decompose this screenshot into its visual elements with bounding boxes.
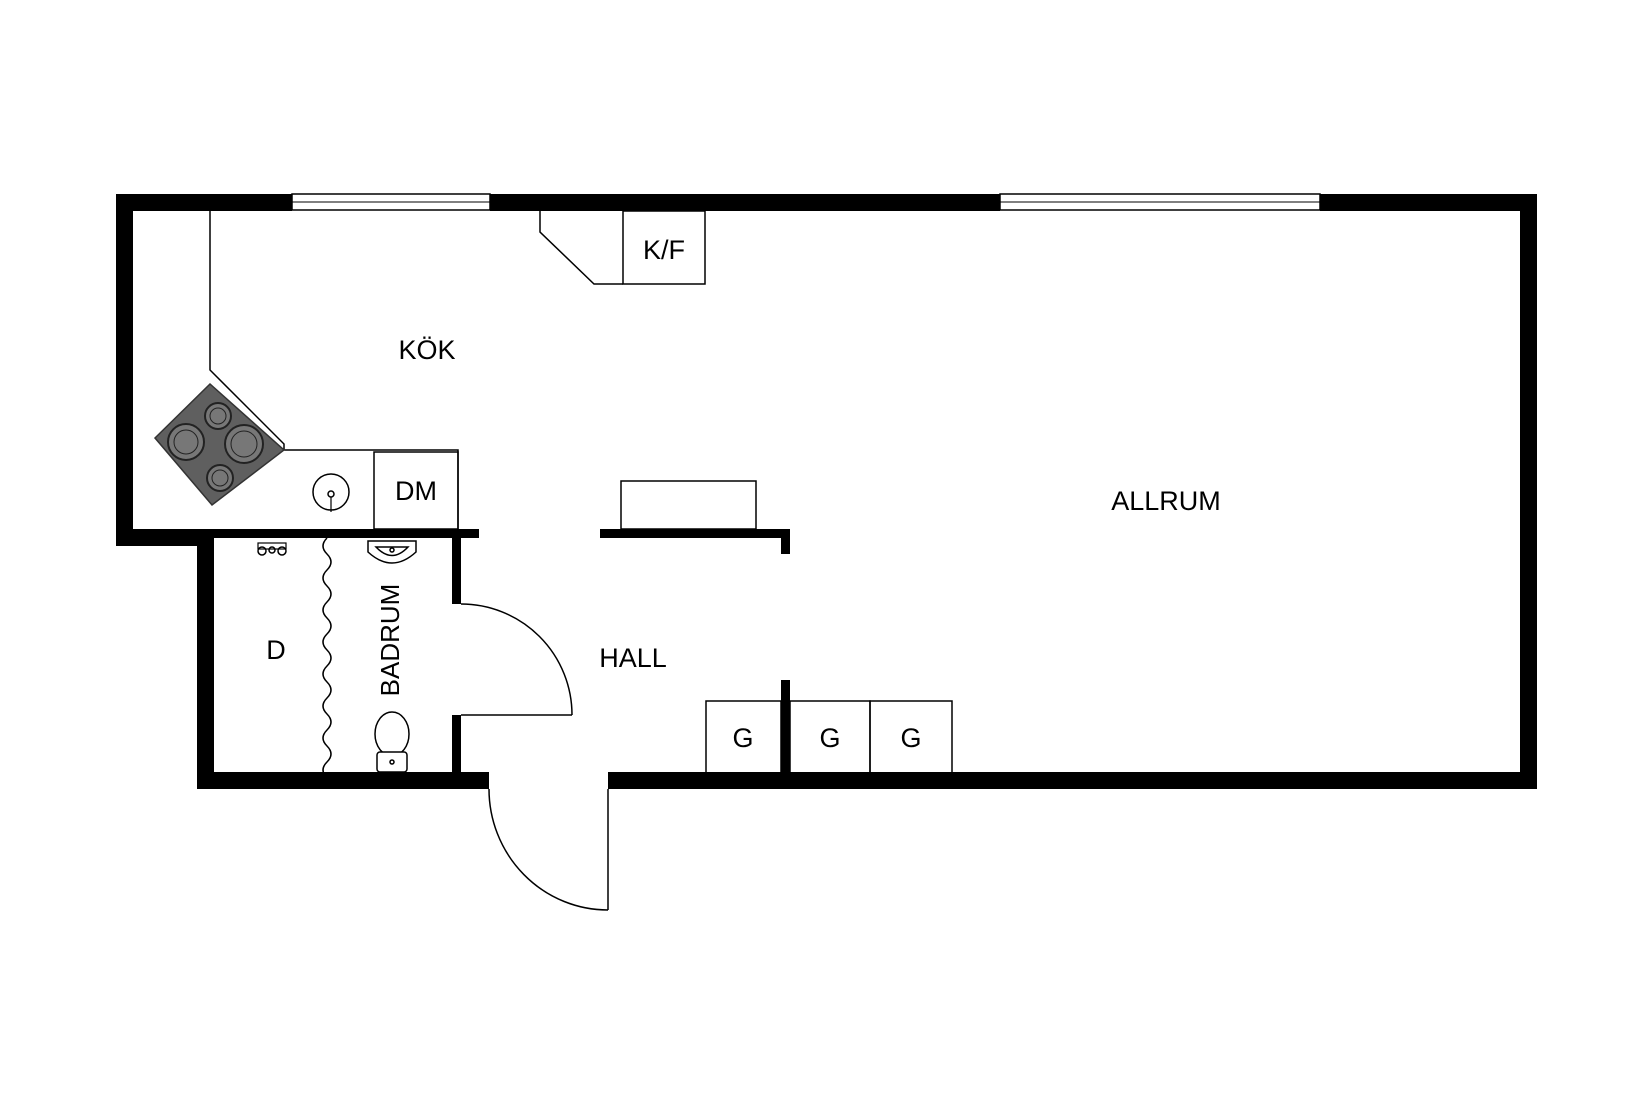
kitchen-sink-icon	[312, 473, 350, 512]
bathroom-door	[460, 603, 573, 716]
wardrobes: G G G	[705, 700, 953, 774]
wardrobe-label-1: G	[732, 723, 753, 753]
dishwasher-label: DM	[395, 476, 437, 506]
room-label-d: D	[266, 635, 286, 665]
room-label-badrum: BADRUM	[375, 584, 405, 697]
shower-mixer-icon	[257, 542, 287, 556]
interior-walls	[197, 529, 790, 780]
hall-shelf	[620, 480, 757, 530]
room-label-kok: KÖK	[398, 335, 455, 365]
wardrobe-label-2: G	[819, 723, 840, 753]
bathroom-sink-icon	[367, 540, 417, 564]
room-label-allrum: ALLRUM	[1111, 486, 1221, 516]
window-kitchen	[291, 193, 491, 211]
dishwasher: DM	[373, 451, 459, 530]
toilet-icon	[374, 711, 410, 773]
window-allrum	[999, 193, 1321, 211]
wardrobe-label-3: G	[900, 723, 921, 753]
entrance-door	[488, 788, 609, 911]
exterior-walls	[116, 194, 1537, 789]
shower-curtain	[322, 537, 332, 789]
stove-icon	[153, 382, 286, 507]
fridge-freezer-label: K/F	[643, 235, 685, 265]
room-label-hall: HALL	[599, 643, 667, 673]
fridge-freezer: K/F	[539, 210, 706, 285]
